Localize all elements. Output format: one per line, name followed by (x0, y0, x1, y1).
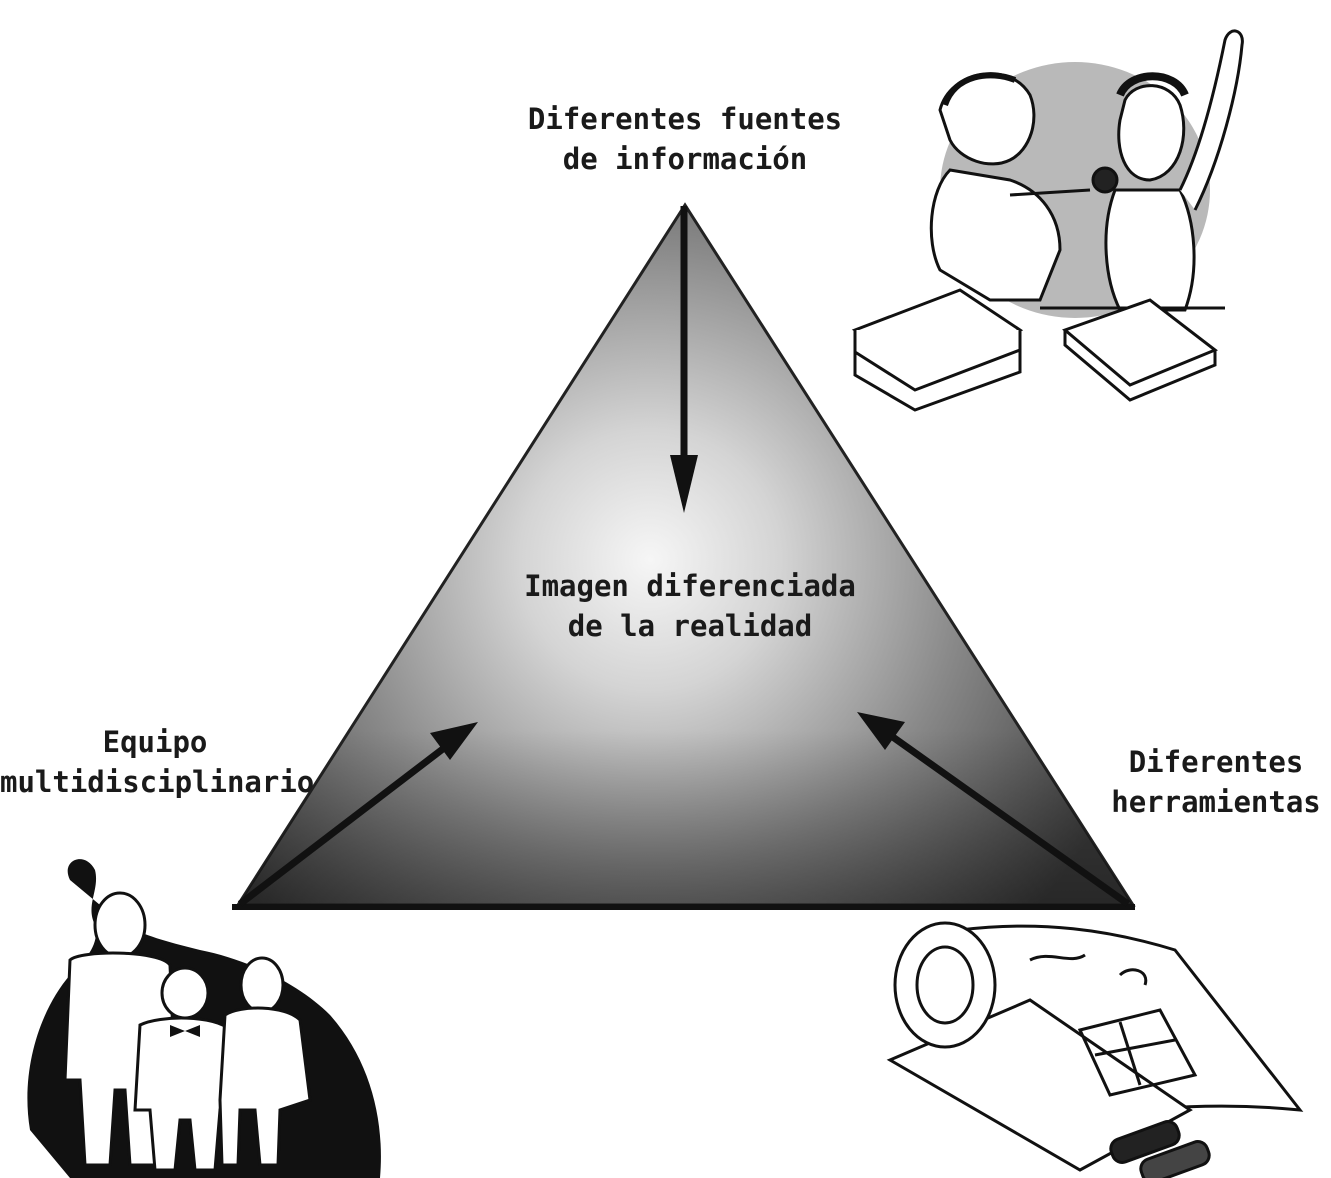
node-top-label: Diferentes fuentes de información (470, 99, 900, 179)
node-left-line1: Equipo (102, 725, 208, 759)
node-left-label: Equipo multidisciplinario (0, 722, 315, 802)
node-top-line2: de información (562, 142, 808, 176)
node-left-line2: multidisciplinario (0, 765, 315, 799)
node-right-label: Diferentes herramientas (1101, 742, 1331, 822)
interview-with-books-illustration (851, 29, 1244, 412)
maps-and-binoculars-illustration (886, 921, 1304, 1178)
node-right-line1: Diferentes (1128, 745, 1304, 779)
node-center-line2: de la realidad (567, 609, 813, 643)
arrow-top-to-center (670, 206, 698, 513)
node-right-line2: herramientas (1111, 785, 1321, 819)
node-center-line1: Imagen diferenciada (524, 569, 856, 603)
arrow-right-to-center (857, 712, 1131, 907)
arrow-left-to-center (237, 722, 478, 907)
multidisciplinary-team-illustration (27, 859, 381, 1178)
node-center-label: Imagen diferenciada de la realidad (480, 566, 900, 646)
node-top-line1: Diferentes fuentes (527, 102, 843, 136)
